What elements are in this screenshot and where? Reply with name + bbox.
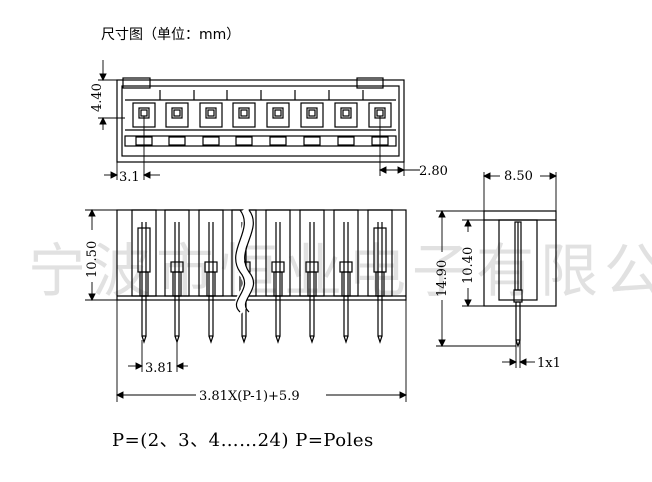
drawing-title: 尺寸图（单位：mm）: [101, 27, 241, 43]
front-pin: [333, 209, 359, 344]
dim-pin-pitch: 3.81: [145, 361, 174, 376]
poles-formula: P=(2、3、4……24) P=Poles: [112, 430, 374, 451]
dim-side-inner-height: 10.40: [461, 247, 476, 284]
top-pin-cell: [193, 90, 223, 146]
dim-top-height: 4.40: [90, 83, 105, 112]
front-view: [116, 207, 407, 344]
top-pin-cell: [260, 90, 290, 146]
top-pin-cell: [226, 90, 256, 146]
top-pin-cell: [362, 90, 392, 146]
dim-pitch-offset: 3.1: [119, 170, 140, 185]
dim-side-width: 8.50: [504, 169, 533, 184]
dim-front-height: 10.50: [85, 241, 100, 278]
top-pin-cell: [159, 90, 189, 146]
dim-total-length: 3.81X(P-1)+5.9: [199, 389, 300, 404]
top-pin-cell: [294, 90, 324, 146]
dim-end-offset: 2.80: [419, 164, 448, 179]
front-pin: [299, 209, 325, 344]
front-pin: [198, 209, 224, 344]
front-pin: [164, 209, 190, 344]
dim-pin-section: 1x1: [537, 356, 561, 371]
top-pin-cell: [328, 90, 358, 146]
front-pin: [265, 209, 291, 344]
dim-side-total-height: 14.90: [435, 260, 450, 297]
side-view: [483, 210, 557, 348]
front-pin: [367, 209, 393, 344]
top-view: [116, 77, 405, 163]
front-pin: [131, 209, 157, 344]
